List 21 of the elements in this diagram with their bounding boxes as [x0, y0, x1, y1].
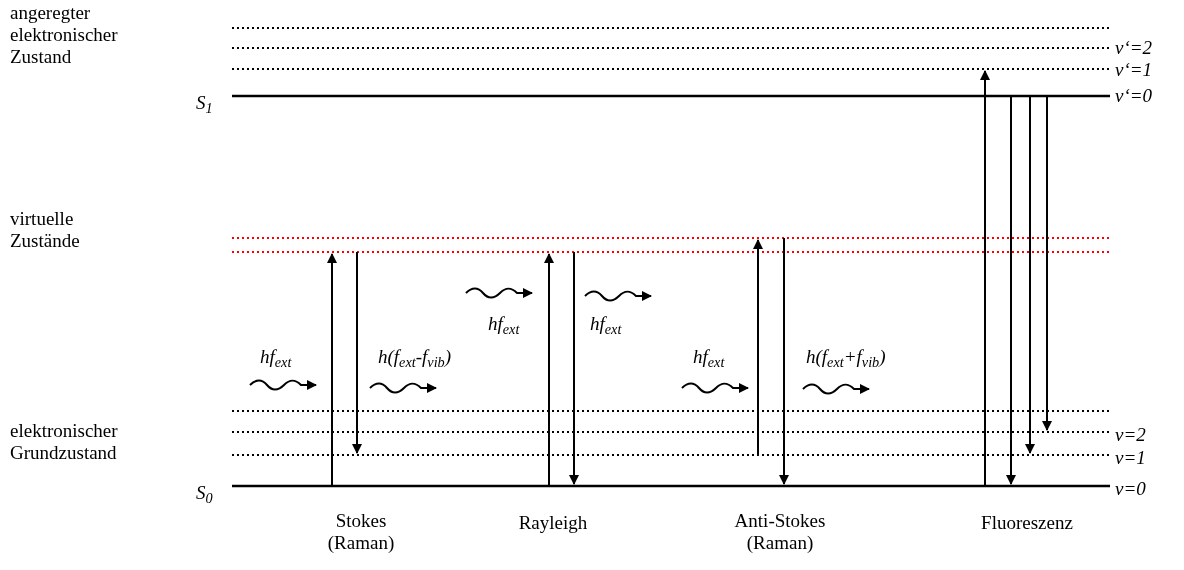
label-text: S$_{0}$ — [196, 482, 213, 504]
label-text: h(f$_{ext}$+f$_{vib}$) — [806, 346, 886, 368]
label-text: Fluoreszenz — [980, 512, 1074, 534]
label-text: Rayleigh — [517, 512, 589, 534]
label-text: v‘=2 — [1115, 37, 1153, 59]
label-text: hf$_{ext}$ — [590, 313, 622, 335]
label-text: hf$_{ext}$ — [488, 313, 520, 335]
label-text: h(f$_{ext}$-f$_{vib}$) — [378, 346, 452, 368]
label-text: elektronischer Grundzustand — [10, 420, 119, 464]
label-text: angeregter elektronischer Zustand — [10, 2, 119, 68]
label-text: hf$_{ext}$ — [260, 346, 292, 368]
label-text: S$_{1}$ — [196, 92, 213, 114]
label-text: virtuelle Zustände — [10, 208, 81, 252]
label-text: v‘=1 — [1115, 59, 1153, 81]
label-text: hf$_{ext}$ — [693, 346, 725, 368]
label-text: v=0 — [1115, 478, 1146, 500]
label-text: v=2 — [1115, 424, 1146, 446]
label-text: v=1 — [1115, 447, 1146, 469]
label-text: Anti-Stokes (Raman) — [733, 510, 827, 554]
label-text: v‘=0 — [1115, 85, 1153, 107]
label-text: Stokes (Raman) — [326, 510, 396, 554]
